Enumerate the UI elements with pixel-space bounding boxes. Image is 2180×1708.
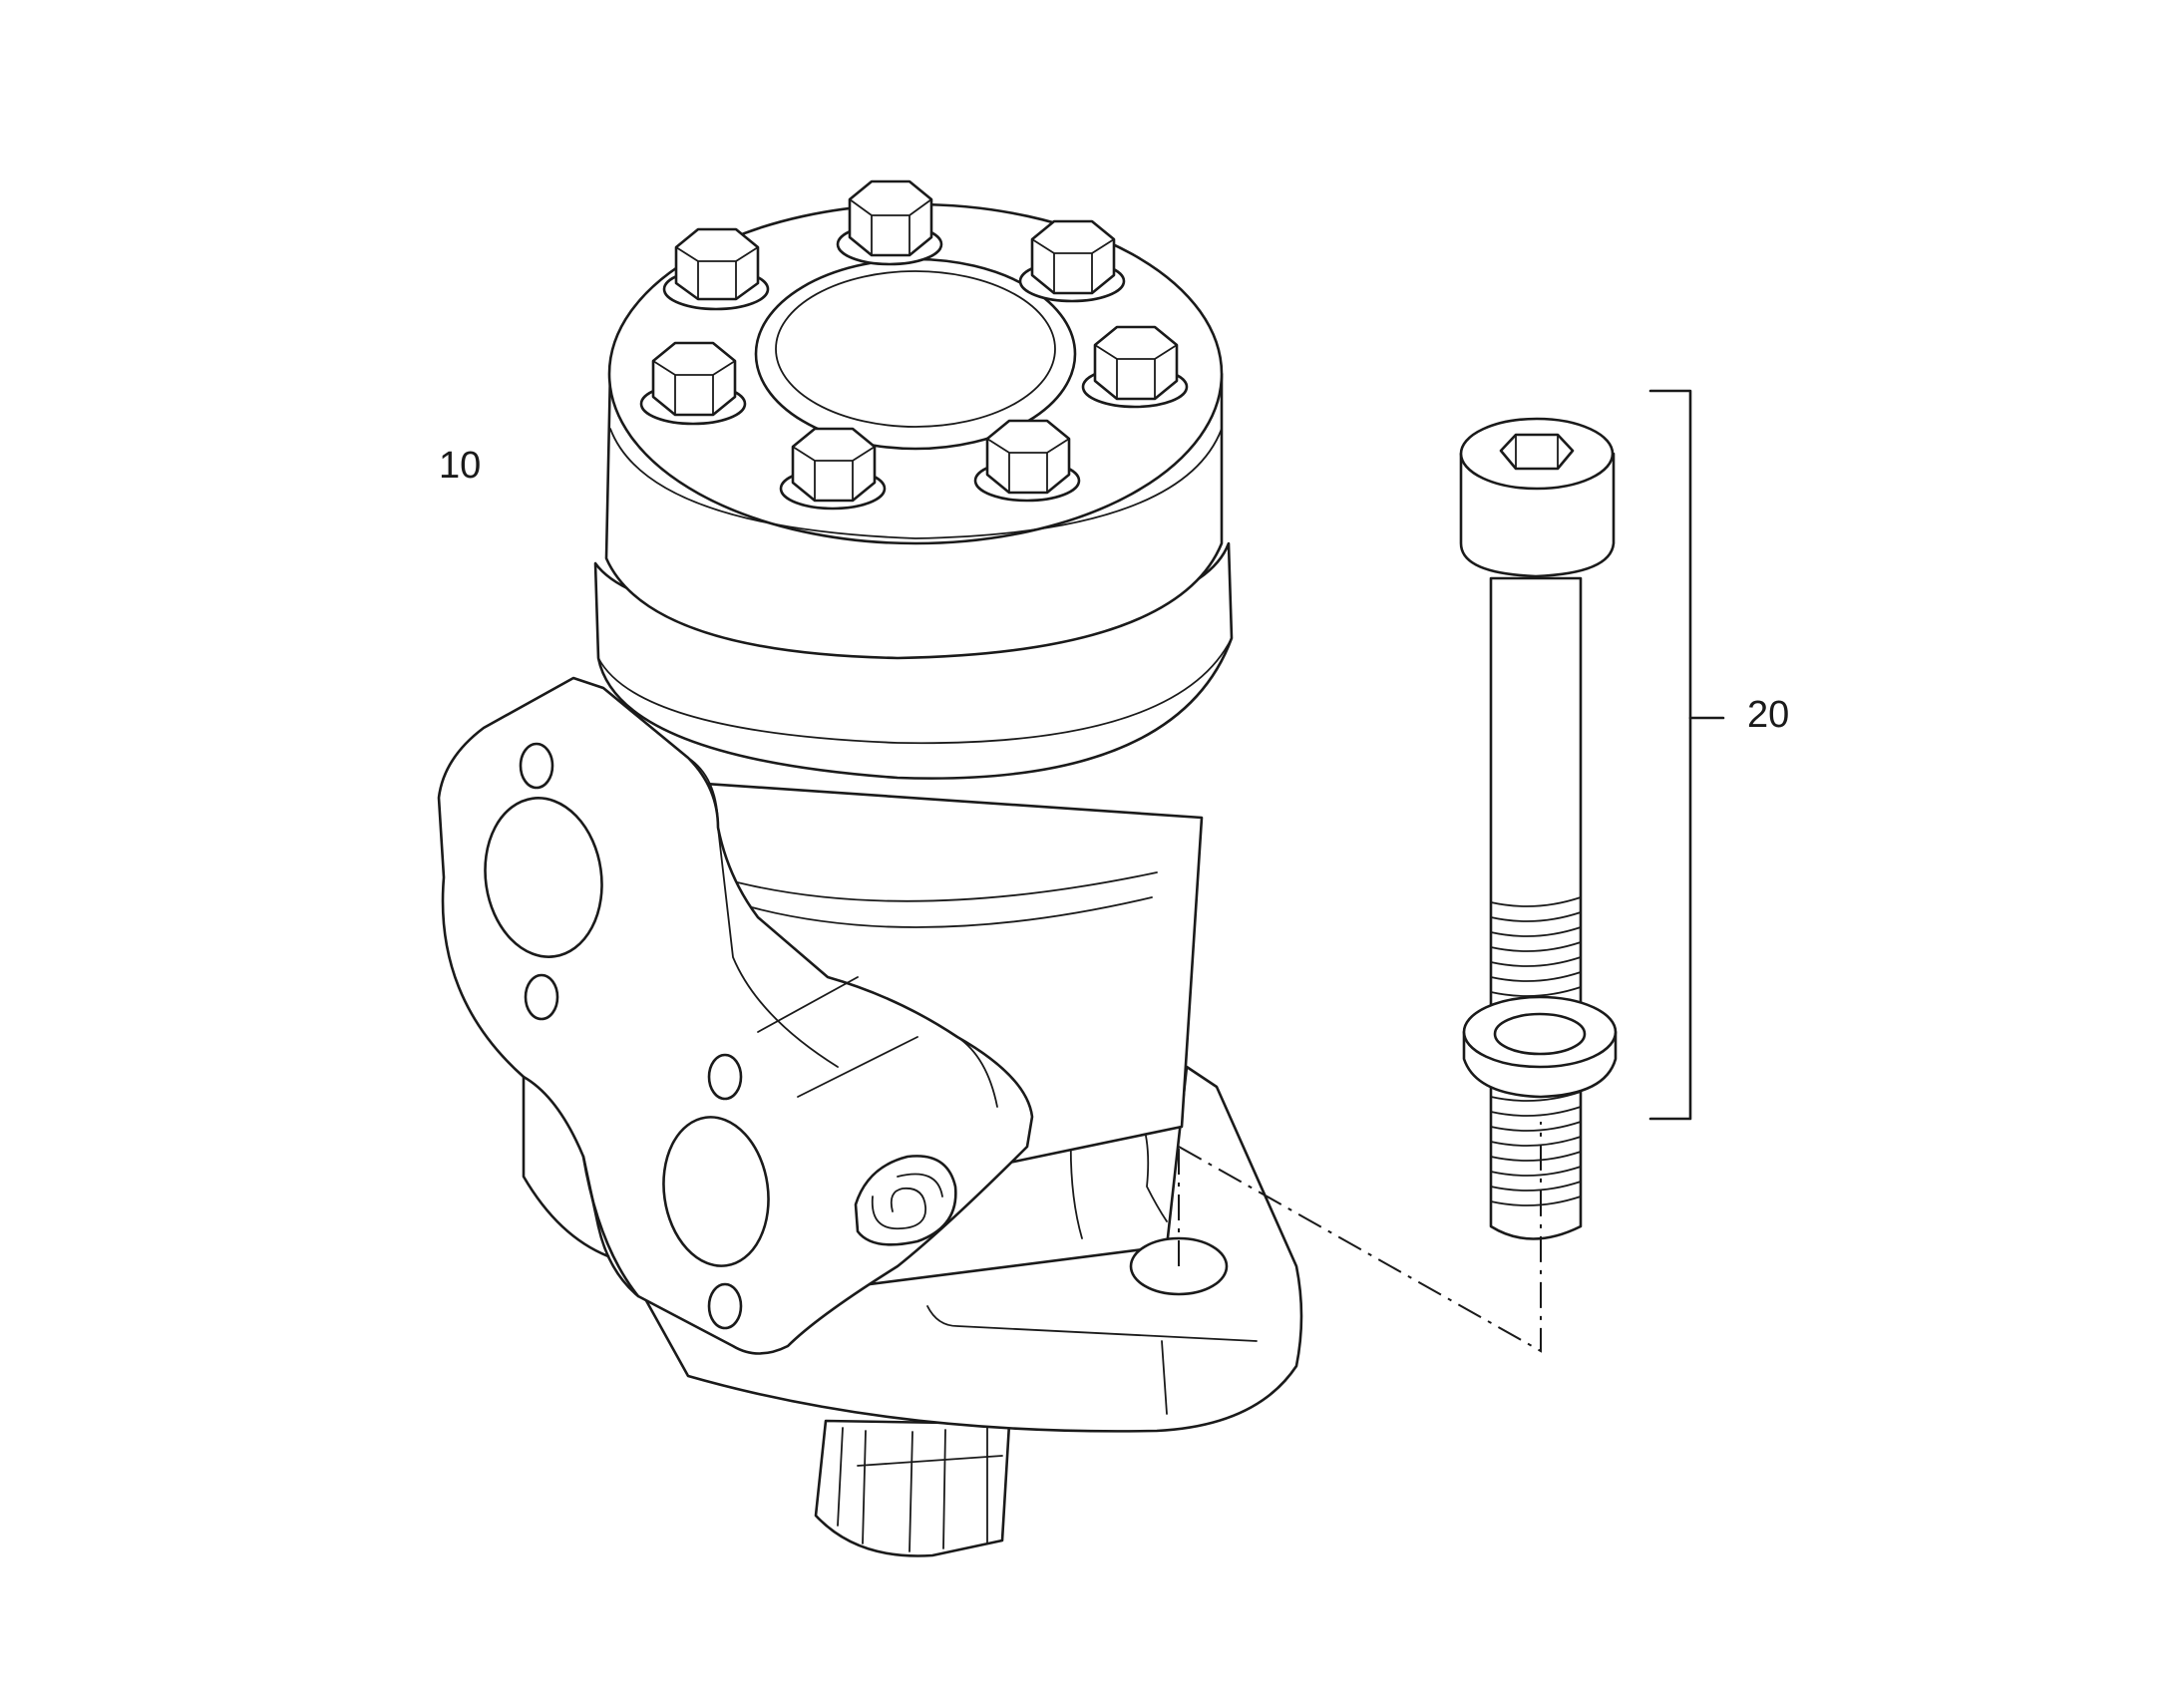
assembly-centerline [1178, 1122, 1542, 1353]
port-hole-upper [484, 797, 603, 958]
bolt-head [973, 419, 1081, 503]
hydraulic-motor-drawing [437, 179, 1303, 1557]
bolt-head [662, 227, 770, 311]
port-hole-lower [662, 1116, 770, 1267]
socket-head-cap-screw [1459, 417, 1616, 1240]
callout-label-10: 10 [439, 445, 482, 487]
bolt-head [779, 427, 887, 511]
hex-socket [1499, 433, 1575, 471]
callout-bracket-20 [1648, 389, 1725, 1121]
output-shaft [814, 1419, 1011, 1557]
bolt-head [1081, 325, 1189, 409]
manufacturer-logo [854, 1155, 957, 1246]
bolt-head [639, 341, 747, 426]
callout-label-20: 20 [1747, 694, 1790, 736]
bolt-head [1018, 219, 1126, 303]
bolt-head [836, 179, 943, 266]
mounting-flange [636, 1065, 1303, 1433]
flat-washer [1462, 995, 1618, 1099]
cap-bolts [639, 179, 1189, 511]
